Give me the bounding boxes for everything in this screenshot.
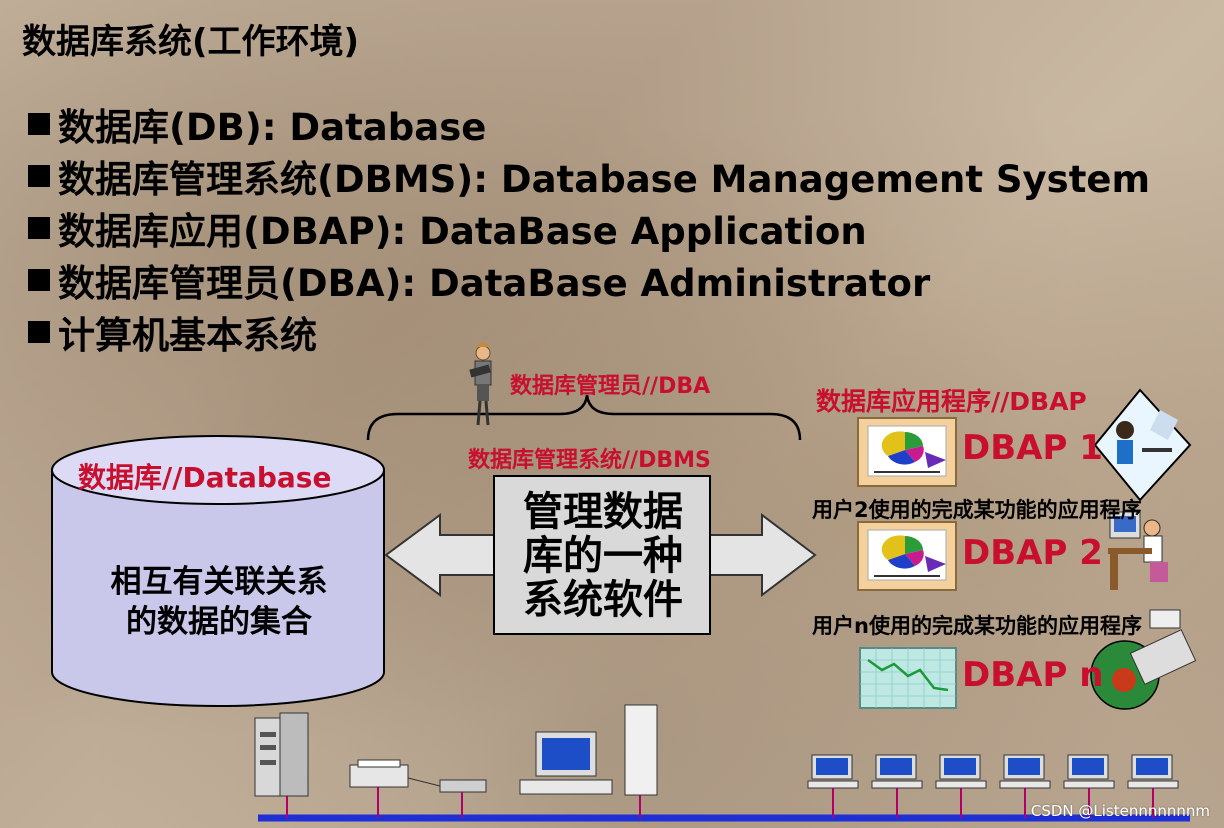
user2-description: 用户2使用的完成某功能的应用程序 bbox=[812, 498, 1142, 522]
dbms-box-line: 库的一种 bbox=[523, 533, 683, 579]
bullet-text: 数据库(DB): Database bbox=[58, 106, 487, 149]
bullet-text: 数据库管理系统(DBMS): Database Management Syste… bbox=[58, 158, 1151, 201]
bullet-square-icon bbox=[28, 113, 50, 135]
watermark: CSDN @Listennnnnnnm bbox=[1030, 802, 1210, 820]
dbap2-chart-icon bbox=[857, 521, 957, 591]
bullet-text: 数据库应用(DBAP): DataBase Application bbox=[58, 210, 867, 253]
bullet-text: 计算机基本系统 bbox=[58, 314, 317, 357]
desktop-computer-icon bbox=[519, 704, 658, 818]
server-tower-icon bbox=[254, 712, 309, 818]
bullet-square-icon bbox=[28, 321, 50, 343]
bullet-db: 数据库(DB): Database bbox=[28, 98, 1150, 150]
database-cylinder-icon bbox=[51, 435, 385, 707]
dbap1-chart-icon bbox=[857, 417, 957, 487]
brace-icon bbox=[366, 394, 802, 441]
bullet-dbap: 数据库应用(DBAP): DataBase Application bbox=[28, 202, 1150, 254]
modem-icon bbox=[407, 777, 487, 818]
dba-person-icon bbox=[469, 342, 492, 426]
dbapn-label: DBAP n bbox=[962, 655, 1104, 695]
database-label: 数据库//Database bbox=[78, 461, 332, 494]
dbapn-chart-icon bbox=[859, 647, 957, 709]
bullet-list: 数据库(DB): Database 数据库管理系统(DBMS): Databas… bbox=[28, 98, 1150, 358]
bullet-dba: 数据库管理员(DBA): DataBase Administrator bbox=[28, 254, 1150, 306]
user2-at-computer-icon bbox=[1108, 511, 1168, 590]
dbap-header-label: 数据库应用程序//DBAP bbox=[816, 387, 1087, 416]
dbms-box-text: 管理数据 库的一种 系统软件 bbox=[494, 490, 712, 622]
dbap1-label: DBAP 1 bbox=[962, 428, 1103, 468]
bullet-computer-system: 计算机基本系统 bbox=[28, 306, 1150, 358]
database-desc-line: 的数据的集合 bbox=[126, 604, 312, 640]
bullet-dbms: 数据库管理系统(DBMS): Database Management Syste… bbox=[28, 150, 1150, 202]
dbap2-label: DBAP 2 bbox=[962, 533, 1103, 573]
user1-at-desk-icon bbox=[1093, 388, 1192, 502]
printer-icon bbox=[349, 759, 409, 818]
page-title: 数据库系统(工作环境) bbox=[22, 22, 360, 62]
bullet-square-icon bbox=[28, 217, 50, 239]
bullet-square-icon bbox=[28, 269, 50, 291]
database-description: 相互有关联关系 的数据的集合 bbox=[60, 562, 378, 642]
bidirectional-arrow-icon bbox=[384, 512, 817, 598]
dbms-box-line: 系统软件 bbox=[523, 577, 683, 623]
dbms-label: 数据库管理系统//DBMS bbox=[468, 448, 711, 473]
bullet-square-icon bbox=[28, 165, 50, 187]
workstation-icons bbox=[807, 754, 1179, 818]
database-desc-line: 相互有关联关系 bbox=[110, 564, 328, 600]
usern-description: 用户n使用的完成某功能的应用程序 bbox=[812, 614, 1142, 638]
usern-at-computer-icon bbox=[1090, 609, 1197, 710]
dbms-box-line: 管理数据 bbox=[523, 489, 683, 535]
bullet-text: 数据库管理员(DBA): DataBase Administrator bbox=[58, 262, 931, 305]
dbms-box bbox=[493, 475, 711, 635]
dba-label: 数据库管理员//DBA bbox=[510, 374, 711, 399]
